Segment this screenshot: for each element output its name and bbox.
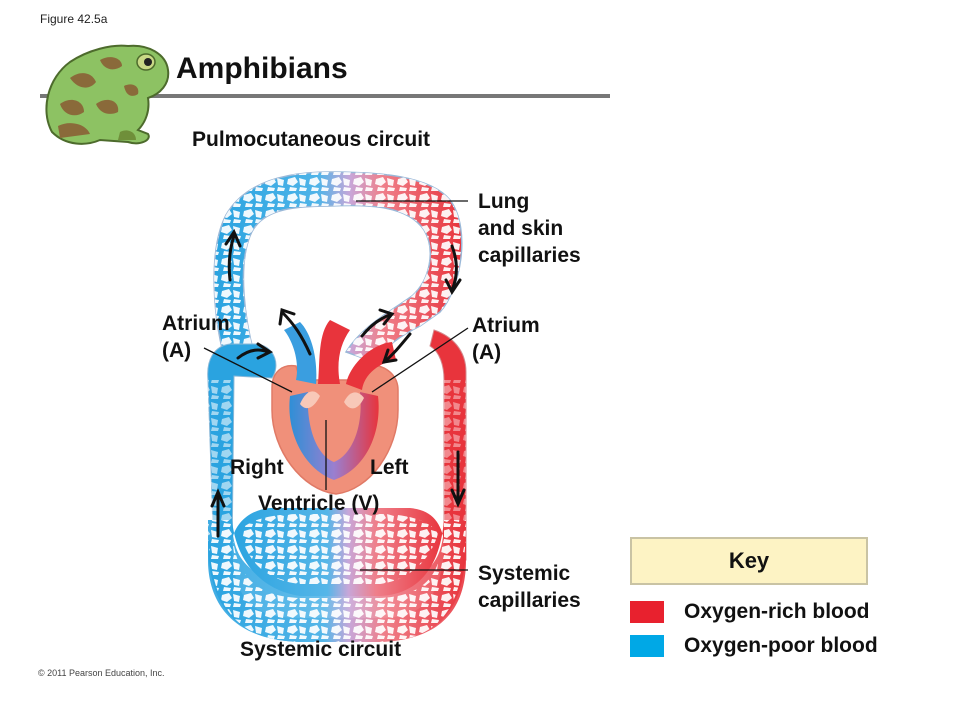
systemic-loop <box>207 329 467 642</box>
title-divider <box>40 94 610 98</box>
atrium-label-left-side: Atrium (A) <box>472 314 540 364</box>
legend-label: Oxygen-poor blood <box>684 634 878 657</box>
pulmocutaneous-circuit-label: Pulmocutaneous circuit <box>192 128 431 151</box>
systemic-circuit-label: Systemic circuit <box>240 638 402 661</box>
figure-label: Figure 42.5a <box>40 12 108 26</box>
systemic-capillaries-label: Systemic capillaries <box>478 562 581 612</box>
oxygen-poor-swatch <box>630 635 664 657</box>
atrium-label-right-side: Atrium (A) <box>162 312 230 362</box>
legend-item-oxygen-poor: Oxygen-poor blood <box>630 634 878 658</box>
right-label: Right <box>230 456 284 479</box>
ventricle-label: Ventricle (V) <box>258 492 380 515</box>
oxygen-rich-swatch <box>630 601 664 623</box>
heart <box>271 320 399 495</box>
copyright: © 2011 Pearson Education, Inc. <box>38 668 165 678</box>
key-title: Key <box>630 537 868 585</box>
legend-label: Oxygen-rich blood <box>684 600 870 623</box>
leader-lines <box>203 200 469 571</box>
legend-item-oxygen-rich: Oxygen-rich blood <box>630 600 870 624</box>
frog-illustration <box>45 44 170 145</box>
page-title: Amphibians <box>176 52 348 85</box>
left-label: Left <box>370 456 409 479</box>
flow-arrows <box>210 228 466 538</box>
lung-skin-capillaries-label: Lung and skin capillaries <box>478 190 581 267</box>
